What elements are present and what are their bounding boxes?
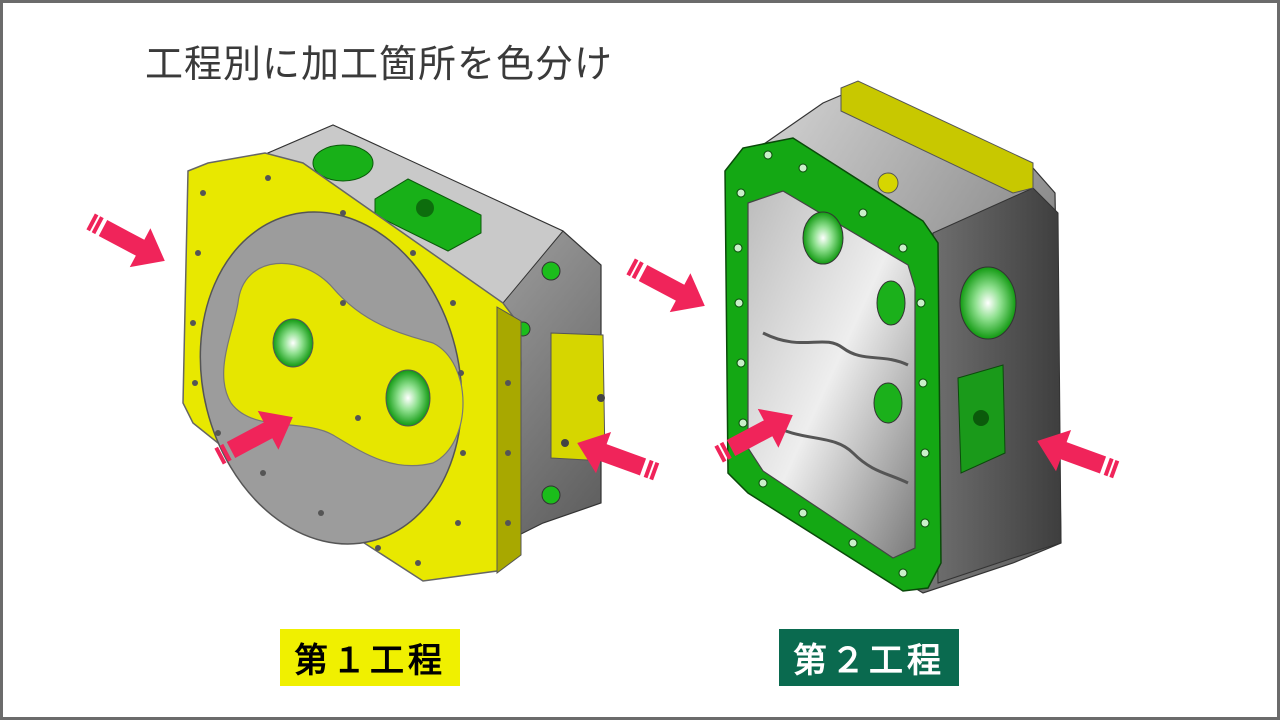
slide-title: 工程別に加工箇所を色分け: [145, 42, 614, 86]
arrow-icon: [86, 213, 1120, 481]
process-1-label: 第１工程: [280, 629, 460, 686]
process-2-part: [724, 80, 1062, 594]
part-illustration: [86, 80, 1120, 594]
process-2-label: 第２工程: [779, 629, 959, 686]
slide: 工程別に加工箇所を色分け: [3, 3, 1277, 717]
process-1-part: [182, 124, 606, 582]
